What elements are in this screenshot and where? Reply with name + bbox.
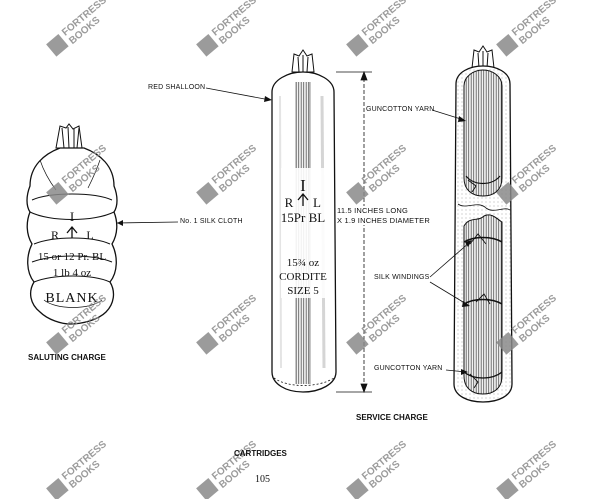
watermark-stamp: FORTRESS BOOKS: [346, 439, 409, 499]
diameter-dimension-label: X 1.9 INCHES DIAMETER: [337, 216, 430, 225]
watermark-stamp: FORTRESS BOOKS: [346, 293, 409, 355]
broad-arrow-icon: [66, 225, 78, 238]
length-dimension: [336, 70, 372, 394]
watermark-stamp: FORTRESS BOOKS: [46, 0, 109, 57]
watermark-stamp: FORTRESS BOOKS: [496, 439, 559, 499]
silk-windings-label: SILK WINDINGS: [374, 274, 430, 281]
figure-title: CARTRIDGES: [234, 449, 287, 458]
page-number: 105: [255, 474, 270, 485]
guncotton-yarn-bottom-label: GUNCOTTON YARN: [374, 365, 443, 372]
saluting-stamp-r: R: [51, 228, 59, 242]
watermark-stamp: FORTRESS BOOKS: [496, 0, 559, 57]
watermark-stamp: FORTRESS BOOKS: [196, 293, 259, 355]
service-stamp-gun: 15Pr BL: [281, 210, 325, 225]
lower-guncotton-bundle: [463, 214, 503, 395]
broad-arrow-icon: [297, 192, 309, 206]
watermark-stamp: FORTRESS BOOKS: [196, 439, 259, 499]
cutaway-charge-tie: [471, 45, 495, 69]
length-dimension-label: 11.5 INCHES LONG: [337, 206, 409, 215]
silk-cloth-leader: [116, 221, 179, 224]
saluting-stamp-gun: 15 or 12 Pr. BL: [38, 251, 106, 263]
watermark-stamp: FORTRESS BOOKS: [196, 0, 259, 57]
service-stamp-roman: I: [300, 176, 306, 195]
red-shalloon-label: RED SHALLOON: [148, 84, 206, 91]
saluting-stamp-blank: BLANK: [45, 291, 98, 306]
shalloon-arrow-icon: [264, 96, 272, 102]
watermark-stamp: FORTRESS BOOKS: [196, 143, 259, 205]
service-stamp-size: SIZE 5: [287, 285, 319, 297]
upper-guncotton-bundle: [463, 69, 503, 197]
guncotton-yarn-top-label: GUNCOTTON YARN: [366, 106, 435, 113]
service-stamp-cordite: CORDITE: [279, 271, 327, 283]
service-stamp-r: R: [285, 195, 294, 210]
service-charge-caption: SERVICE CHARGE: [356, 413, 428, 422]
silk-cloth-arrow-icon: [117, 220, 123, 226]
service-stamp-l: L: [313, 195, 321, 210]
saluting-charge-caption: SALUTING CHARGE: [28, 353, 106, 362]
saluting-stamp-roman: I: [70, 209, 74, 224]
watermark-stamp: FORTRESS BOOKS: [46, 439, 109, 499]
cutaway-charge: [429, 45, 513, 403]
service-stamp-weight: 15¾ oz: [287, 257, 320, 269]
cutaway-leaders: [429, 109, 472, 375]
watermark-stamp: FORTRESS BOOKS: [346, 143, 409, 205]
service-charge: I R L 15Pr BL 15¾ oz CORDITE SIZE 5: [205, 49, 372, 394]
shalloon-leader: [205, 87, 271, 101]
saluting-charge-tie: [55, 123, 83, 149]
saluting-stamp-weight: 1 lb 4 oz: [53, 267, 91, 279]
watermark-stamp: FORTRESS BOOKS: [346, 0, 409, 57]
service-charge-tie: [291, 49, 315, 73]
saluting-stamp-l: L: [86, 228, 93, 242]
silk-cloth-label: No. 1 SILK CLOTH: [180, 218, 243, 225]
